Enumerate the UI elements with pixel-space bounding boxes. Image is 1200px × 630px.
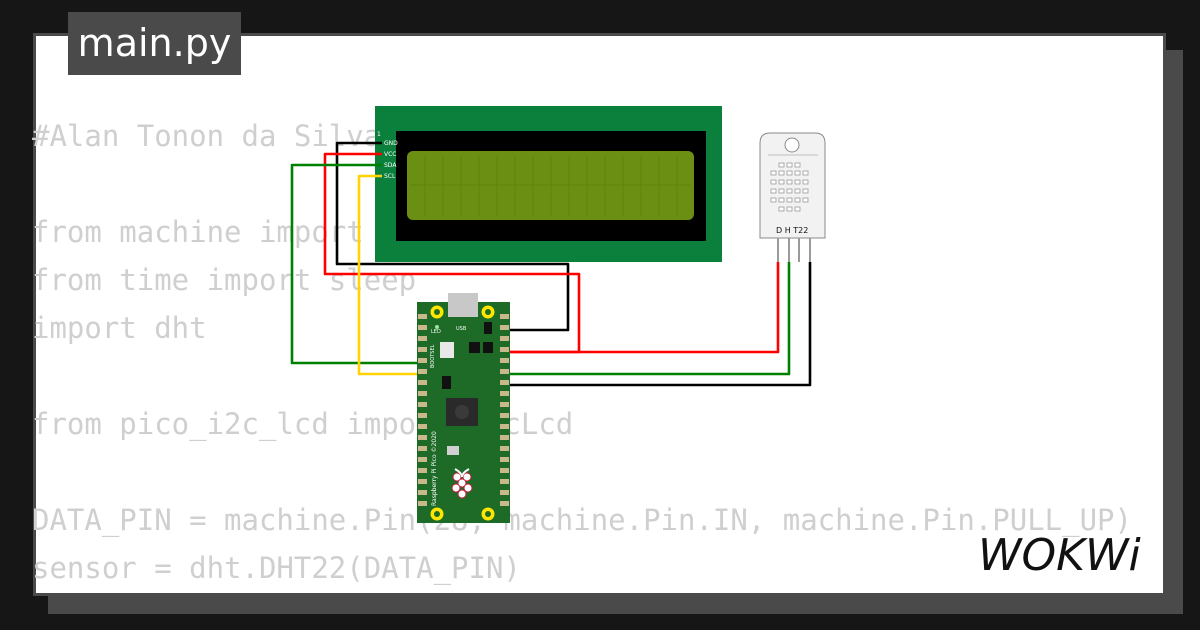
raspberry-pi-pico[interactable]: LED USB BOOTSEL Raspberry Pi Pico ©2020: [417, 293, 510, 523]
lcd-pin-one-label: 1: [377, 131, 381, 138]
raspberry-logo-icon: [451, 468, 473, 499]
pico-usb-label: USB: [456, 326, 467, 332]
wire-dht-data[interactable]: [498, 262, 791, 376]
pico-brand-label: Raspberry Pi Pico ©2020: [431, 431, 438, 506]
file-tab[interactable]: main.py: [68, 12, 241, 75]
pico-left-pins: [418, 314, 427, 506]
wokwi-logo: WOKWi: [978, 530, 1141, 581]
wire-gnd[interactable]: [335, 141, 570, 332]
code-line: from time import sleep: [32, 263, 417, 297]
usb-port: [448, 293, 478, 317]
wokwi-logo-text: WOKWi: [978, 530, 1141, 581]
dht22-label: D H T22: [776, 226, 808, 235]
lcd-character-grid: [410, 155, 690, 216]
wires: [290, 141, 812, 387]
pico-led-label: LED: [431, 329, 441, 335]
pico-bootsel-label: BOOTSEL: [430, 344, 436, 368]
bootsel-button[interactable]: [440, 342, 454, 358]
dht22-pins: [777, 238, 811, 262]
dht22-sensor[interactable]: D H T22: [759, 132, 826, 262]
wire-scl[interactable]: [357, 174, 428, 376]
dht22-vents: [770, 162, 809, 212]
led-indicator: [435, 325, 439, 329]
lcd-pin-vcc-label: VCC: [384, 151, 396, 158]
lcd-pin-scl-label: SCL: [384, 173, 396, 180]
wire-dht-vcc[interactable]: [498, 262, 780, 354]
lcd-display[interactable]: 1 GND VCC SDA SCL: [375, 106, 722, 262]
code-line: sensor = dht.DHT22(DATA_PIN): [32, 551, 521, 585]
lcd-pin-sda-label: SDA: [384, 162, 397, 169]
wire-dht-gnd[interactable]: [498, 262, 812, 387]
code-line: import dht: [32, 311, 207, 345]
pico-right-pins: [500, 314, 509, 506]
lcd-pin-gnd-label: GND: [384, 140, 398, 147]
